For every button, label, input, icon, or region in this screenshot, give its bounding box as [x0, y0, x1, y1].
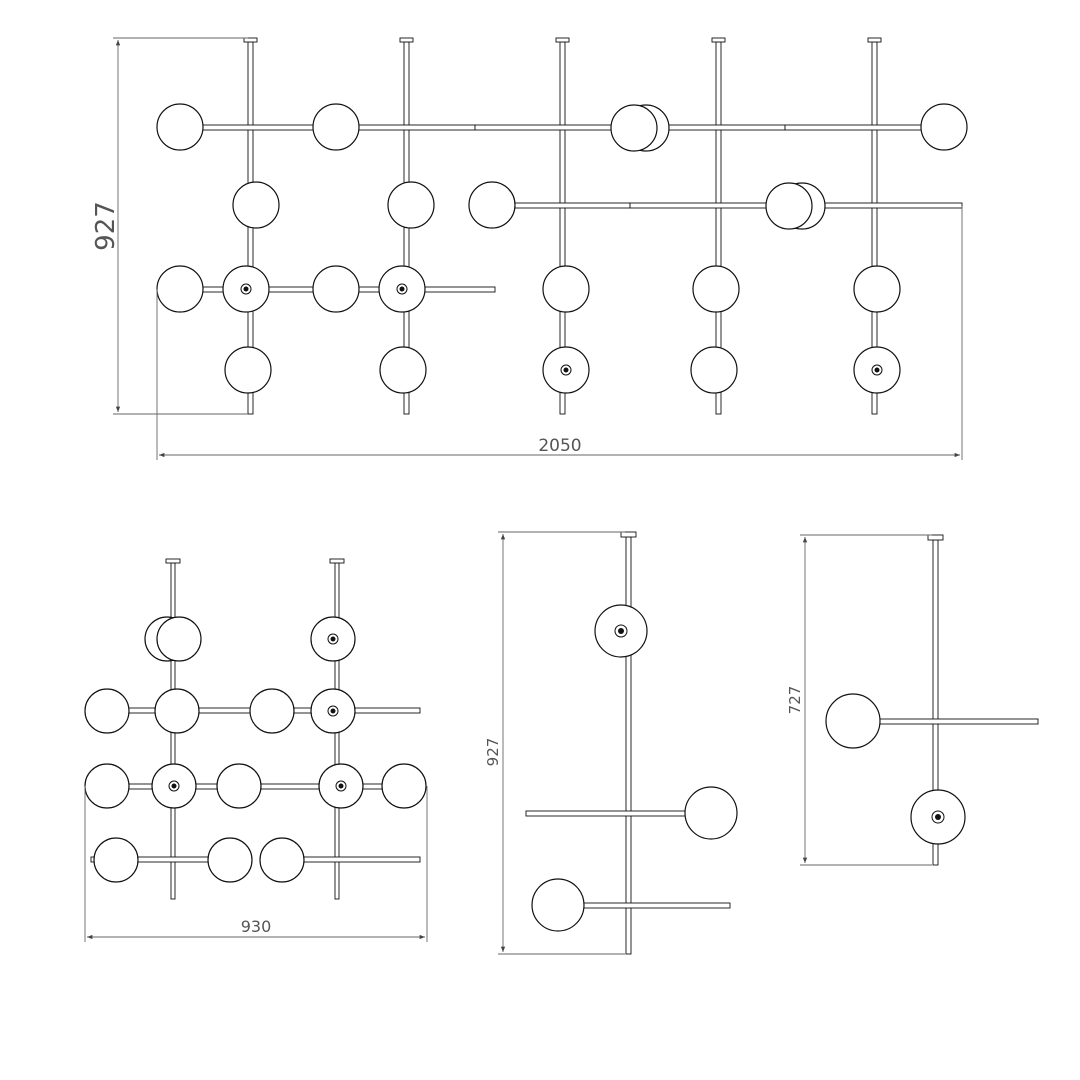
front-view: 927 2050: [91, 37, 968, 460]
dimension-main-width: 2050: [156, 206, 963, 460]
side-rods: [165, 558, 345, 900]
horizontal-arms: [194, 124, 963, 293]
dimension-main-height: 927: [91, 37, 248, 415]
side-sockets: [168, 633, 347, 792]
main-height-label: 927: [91, 201, 121, 251]
profile-a-height-label: 927: [484, 738, 502, 767]
globes: [156, 103, 968, 394]
side-globes: [84, 616, 427, 883]
profile-view-b: 727: [786, 534, 1039, 866]
main-width-label: 2050: [538, 436, 581, 456]
side-view: 930: [84, 558, 428, 942]
socket-details: [240, 283, 883, 376]
dimension-side-width: 930: [84, 786, 428, 942]
dimension-profile-b-height: 727: [786, 534, 932, 866]
profile-view-a: 927: [484, 531, 738, 955]
side-width-label: 930: [241, 917, 272, 936]
profile-b-height-label: 727: [786, 686, 804, 715]
dimension-profile-a-height: 927: [484, 531, 625, 955]
